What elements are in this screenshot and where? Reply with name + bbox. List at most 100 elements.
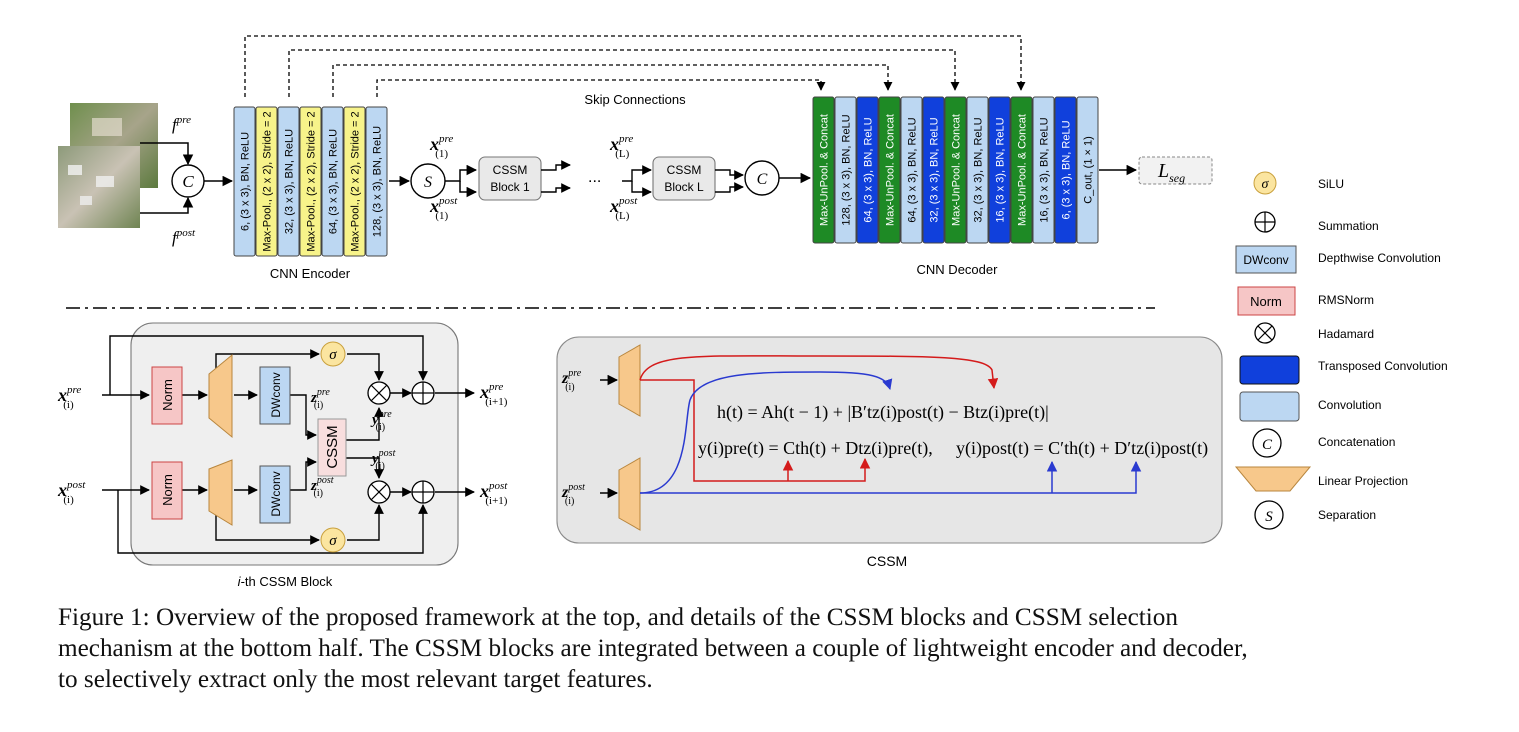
encoder-maxpool-layer [343, 106, 366, 257]
block1-line2: Block 1 [490, 180, 530, 194]
legend-concat-label: Concatenation [1318, 435, 1395, 449]
decoder-conv-layer-label: 16, (3 x 3), BN, ReLU [1039, 117, 1051, 222]
cssm-box [317, 418, 347, 477]
sigma-pre [320, 341, 346, 367]
separation-symbol: S [424, 174, 432, 191]
decoder-transposed-layer [856, 96, 879, 244]
block1-line1: CSSM [493, 163, 528, 177]
legend-transposed-icon [1239, 355, 1300, 385]
legend-separation-symbol: S [1265, 509, 1273, 525]
decoder-unpool-layer-label: Max-UnPool. & Concat [951, 114, 963, 226]
legend-convolution-label: Convolution [1318, 398, 1381, 412]
blockL-line2: Block L [664, 180, 704, 194]
decoder-unpool-layer-label: Max-UnPool. & Concat [885, 114, 897, 226]
equation-h: h(t) = Ah(t − 1) + |B′tz(i)post(t) − Btz… [717, 402, 1049, 423]
block-out-post: xpost(i+1) [479, 480, 508, 507]
input-images [58, 103, 158, 228]
hadamard-post [367, 480, 391, 504]
legend-hadamard-label: Hadamard [1318, 327, 1374, 341]
decoder-unpool-layer-label: Max-UnPool. & Concat [1017, 114, 1029, 226]
equation-y-pre: y(i)pre(t) = Cth(t) + Dtz(i)pre(t), [698, 438, 933, 459]
loss-label: Lseg [1157, 160, 1185, 185]
decoder-conv-layer-label: 128, (3 x 3), BN, ReLU [841, 114, 853, 225]
cssm-projection-post [618, 457, 641, 531]
legend-projection-icon [1234, 466, 1312, 492]
cnn-decoder: Max-UnPool. & Concat 128, (3 x 3), BN, Re… [812, 96, 1099, 244]
legend-silu-symbol: σ [1262, 177, 1270, 192]
equation-y-post: y(i)post(t) = C′th(t) + D′tz(i)post(t) [956, 438, 1208, 459]
legend-norm-icon [1237, 286, 1296, 316]
encoder-conv-layer-label: 32, (3 x 3), BN, ReLU [284, 129, 296, 234]
encoder-conv-layer [277, 106, 300, 257]
legend-silu-icon [1253, 171, 1277, 195]
legend-norm-symbol: Norm [1250, 294, 1282, 309]
encoder-conv-layer-label: 128, (3 x 3), BN, ReLU [372, 126, 384, 237]
cssm-z-post: zpost(i) [561, 482, 585, 507]
encoder-maxpool-layer-label: Max-Pool., (2 x 2), Stride = 2 [350, 111, 362, 251]
dwconv-post [259, 465, 291, 524]
loss-box [1138, 156, 1213, 185]
encoder-label: CNN Encoder [270, 266, 351, 281]
legend-separation-icon [1254, 500, 1284, 530]
legend-concat-symbol: C [1262, 437, 1273, 453]
decoder-conv-layer [966, 96, 989, 244]
figure-caption: Figure 1: Overview of the proposed frame… [58, 602, 1464, 695]
linear-projection-pre [208, 353, 233, 439]
decoder-unpool-layer [812, 96, 835, 244]
decoder-transposed-layer [922, 96, 945, 244]
decoder-unpool-layer [1010, 96, 1033, 244]
legend-summation-label: Summation [1318, 219, 1379, 233]
summation-pre [411, 381, 435, 405]
ellipsis: ... [588, 169, 601, 186]
xL-post-label: xpost(L) [609, 195, 638, 222]
block-y-pre: ypre(i) [370, 409, 392, 433]
cssm-panel [556, 336, 1223, 544]
legend-dwconv-label: Depthwise Convolution [1318, 251, 1441, 265]
legend-separation-label: Separation [1318, 508, 1376, 522]
encoder-maxpool-layer-label: Max-Pool., (2 x 2), Stride = 2 [306, 111, 318, 251]
skip-connections-label: Skip Connections [584, 92, 686, 107]
sigma-post [320, 527, 346, 553]
decoder-transposed-layer-label: 16, (3 x 3), BN, ReLU [995, 117, 1007, 222]
sigma-pre-symbol: σ [329, 347, 337, 363]
x1-pre-label: xpre(1) [429, 133, 453, 160]
decoder-output-layer [1076, 96, 1099, 244]
decoder-label: CNN Decoder [917, 262, 999, 277]
decoder-conv-layer [900, 96, 923, 244]
norm-post [151, 461, 183, 520]
encoder-conv-layer [365, 106, 388, 257]
dwconv-post-label: DWconv [269, 471, 283, 516]
legend-norm-label: RMSNorm [1318, 293, 1374, 307]
skip-connections [244, 35, 1026, 97]
encoder-maxpool-layer [299, 106, 322, 257]
norm-post-label: Norm [160, 474, 175, 506]
block-y-post: ypost(i) [370, 448, 396, 472]
decoder-transposed-layer-label: 6, (3 x 3), BN, ReLU [1061, 120, 1073, 219]
legend-dwconv-icon [1235, 245, 1297, 274]
legend: σ SiLU Summation DWconv Depthwise Convol… [1234, 171, 1448, 530]
block-z-post: zpost(i) [310, 475, 334, 499]
decoder-transposed-layer-label: 64, (3 x 3), BN, ReLU [863, 117, 875, 222]
concat-symbol: C [182, 172, 194, 191]
caption-line-1: Figure 1: Overview of the proposed frame… [58, 604, 1178, 631]
decoder-unpool-layer [878, 96, 901, 244]
block-out-pre: xpre(i+1) [479, 381, 508, 408]
legend-concat-icon [1252, 428, 1282, 458]
decoder-conv-layer [834, 96, 857, 244]
encoder-conv-layer-label: 64, (3 x 3), BN, ReLU [328, 129, 340, 234]
caption-line-2: mechanism at the bottom half. The CSSM b… [58, 635, 1248, 662]
legend-silu-label: SiLU [1318, 177, 1344, 191]
legend-projection-label: Linear Projection [1318, 474, 1408, 488]
decoder-unpool-layer-label: Max-UnPool. & Concat [819, 114, 831, 226]
block-in-post: xpost(i) [57, 479, 86, 506]
cssm-box-label: CSSM [324, 425, 341, 468]
decoder-output-layer-label: C_out, (1 × 1) [1083, 136, 1095, 204]
legend-hadamard-icon [1254, 322, 1276, 344]
decoder-transposed-layer [1054, 96, 1077, 244]
legend-summation-icon [1254, 211, 1276, 233]
decoder-unpool-layer [944, 96, 967, 244]
concat-middle-symbol: C [757, 171, 768, 188]
encoder-conv-layer-label: 6, (3 x 3), BN, ReLU [240, 132, 252, 231]
